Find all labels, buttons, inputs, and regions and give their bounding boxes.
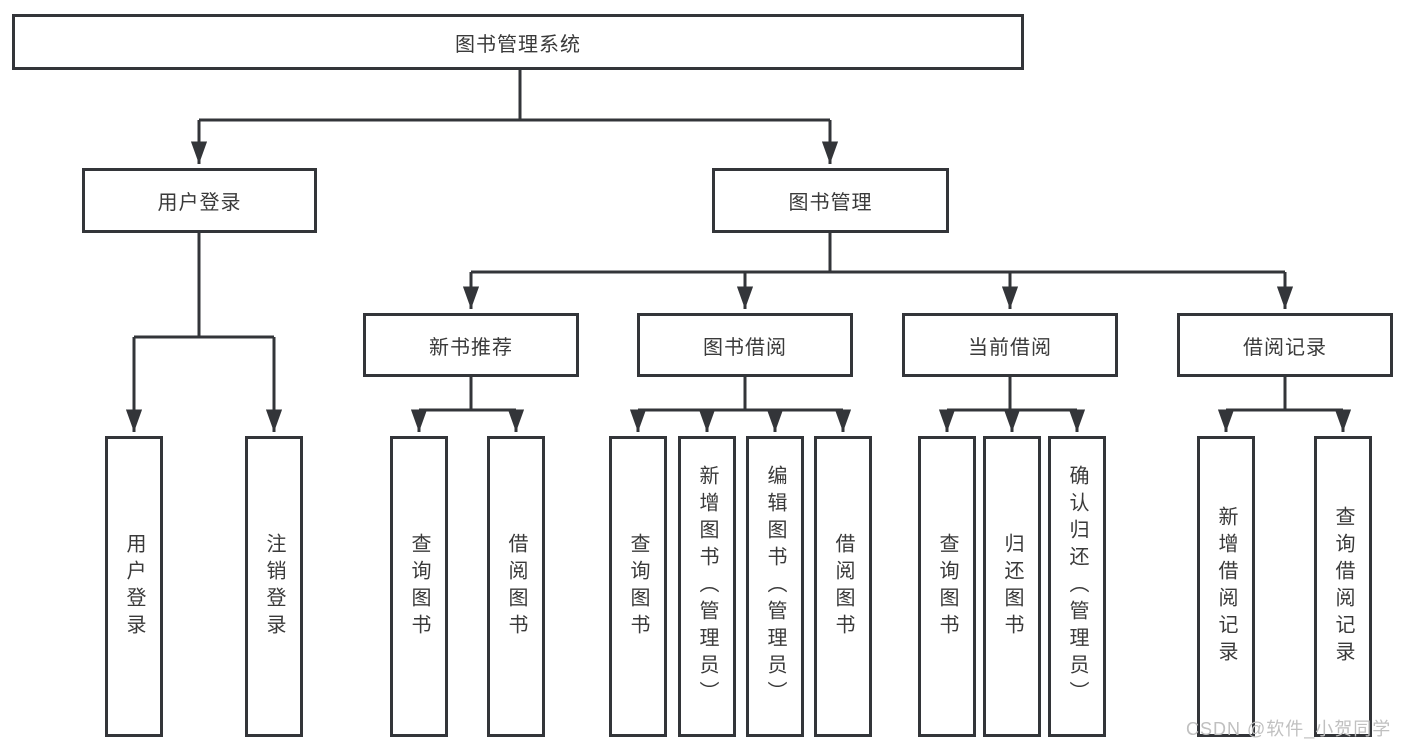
node-book-borrow: 图书借阅 xyxy=(637,313,853,377)
leaf-nb-query-book: 查询图书 xyxy=(390,436,448,737)
leaf-nb-borrow-book: 借阅图书 xyxy=(487,436,545,737)
leaf-bb-add-book-admin-label: 新增图书（管理员） xyxy=(696,465,718,708)
leaf-bb-add-book-admin: 新增图书（管理员） xyxy=(678,436,736,737)
node-book-management: 图书管理 xyxy=(712,168,949,233)
leaf-br-query-record-label: 查询借阅记录 xyxy=(1332,505,1354,668)
node-borrow-records: 借阅记录 xyxy=(1177,313,1393,377)
leaf-bb-borrow-book: 借阅图书 xyxy=(814,436,872,737)
leaf-bb-query-book: 查询图书 xyxy=(609,436,667,737)
connector-arrows xyxy=(125,120,1352,432)
node-root-system: 图书管理系统 xyxy=(12,14,1024,70)
leaf-logout: 注销登录 xyxy=(245,436,303,737)
node-new-book-recommend: 新书推荐 xyxy=(363,313,579,377)
leaf-cb-confirm-return-admin: 确认归还（管理员） xyxy=(1048,436,1106,737)
leaf-br-add-record-label: 新增借阅记录 xyxy=(1215,505,1237,668)
leaf-nb-query-book-label: 查询图书 xyxy=(408,532,430,641)
leaf-br-add-record: 新增借阅记录 xyxy=(1197,436,1255,737)
leaf-cb-return-book-label: 归还图书 xyxy=(1001,532,1023,641)
connector-rails xyxy=(134,70,1343,412)
csdn-watermark: CSDN @软件_小贺同学 xyxy=(1186,719,1392,739)
leaf-bb-edit-book-admin: 编辑图书（管理员） xyxy=(746,436,804,737)
leaf-bb-edit-book-admin-label: 编辑图书（管理员） xyxy=(764,465,786,708)
node-user-login: 用户登录 xyxy=(82,168,317,233)
leaf-user-login: 用户登录 xyxy=(105,436,163,737)
leaf-br-query-record: 查询借阅记录 xyxy=(1314,436,1372,737)
leaf-user-login-label: 用户登录 xyxy=(123,532,145,641)
leaf-nb-borrow-book-label: 借阅图书 xyxy=(505,532,527,641)
leaf-cb-query-book-label: 查询图书 xyxy=(936,532,958,641)
node-current-borrow: 当前借阅 xyxy=(902,313,1118,377)
leaf-bb-borrow-book-label: 借阅图书 xyxy=(832,532,854,641)
leaf-cb-confirm-return-admin-label: 确认归还（管理员） xyxy=(1066,465,1088,708)
leaf-cb-query-book: 查询图书 xyxy=(918,436,976,737)
leaf-logout-label: 注销登录 xyxy=(263,532,285,641)
leaf-cb-return-book: 归还图书 xyxy=(983,436,1041,737)
leaf-bb-query-book-label: 查询图书 xyxy=(627,532,649,641)
